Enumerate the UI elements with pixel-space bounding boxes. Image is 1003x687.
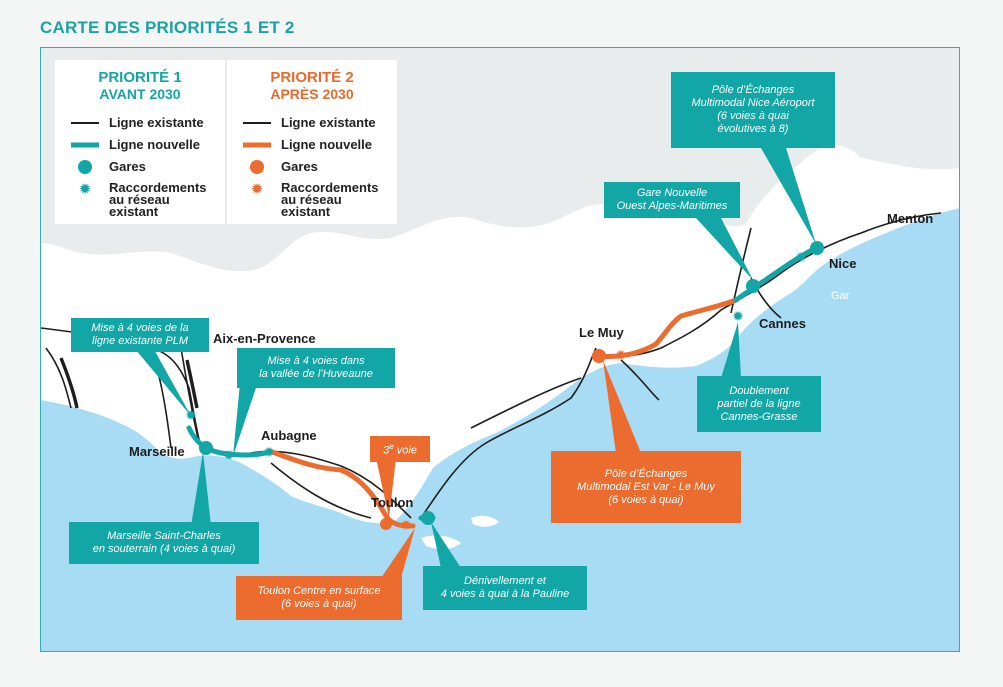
callout-huveaune[interactable]: Mise à 4 voies dans la vallée de l’Huvea… xyxy=(237,348,395,388)
station-symbol xyxy=(78,160,92,174)
legend-subtitle-text: APRÈS 2030 xyxy=(270,86,354,102)
legend-title-text: PRIORITÉ 1 xyxy=(98,69,182,86)
callout-plm[interactable]: Mise à 4 voies de la ligne existante PLM xyxy=(71,318,209,352)
city-label-aubagne: Aubagne xyxy=(261,428,317,443)
svg-text:✹: ✹ xyxy=(79,181,92,195)
svg-text:✹: ✹ xyxy=(263,445,275,461)
station-nice[interactable] xyxy=(810,241,824,255)
svg-text:✹: ✹ xyxy=(615,348,627,364)
plm-existing-segment xyxy=(59,357,79,409)
callout-line: Toulon Centre en surface xyxy=(257,585,381,597)
legend-label: Ligne existante xyxy=(109,115,204,130)
callout-line: partiel de la ligne xyxy=(717,397,801,410)
callout-line: Ouest Alpes-Maritimes xyxy=(616,200,728,212)
callout-line: 4 voies à quai à la Pauline xyxy=(440,588,570,600)
callout-line: Mise à 4 voies dans xyxy=(267,355,365,367)
callout-line: Marseille Saint-Charles xyxy=(107,530,221,542)
callout-pauline[interactable]: Dénivellement et 4 voies à quai à la Pau… xyxy=(423,566,587,610)
callout-line: (6 voies à quai xyxy=(717,110,789,122)
station-toulon-centre[interactable] xyxy=(380,518,392,530)
legend-label: Ligne nouvelle xyxy=(281,137,373,152)
legend-title: PRIORITÉ 1 AVANT 2030 xyxy=(55,69,225,103)
callout-ouest-am[interactable]: Gare Nouvelle Ouest Alpes-Maritimes xyxy=(604,182,740,218)
callout-line: Mise à 4 voies de la xyxy=(91,322,189,334)
page-title: CARTE DES PRIORITÉS 1 ET 2 xyxy=(40,18,295,37)
callout-troisieme-voie[interactable]: 3e voie xyxy=(370,436,430,462)
callout-line: Multimodal Nice Aéroport xyxy=(691,97,815,109)
callout-line: en souterrain (4 voies à quai) xyxy=(92,543,236,555)
callout-line: (6 voies à quai) xyxy=(281,598,357,610)
svg-text:✹: ✹ xyxy=(251,181,264,195)
callout-line: Pôle d’Échanges xyxy=(604,467,688,480)
legend-label: existant xyxy=(109,204,159,219)
city-label-nice: Nice xyxy=(829,256,857,271)
plm-existing-segment xyxy=(185,359,199,409)
callout-line: (6 voies à quai) xyxy=(608,493,684,506)
station-symbol xyxy=(250,160,264,174)
legend-title: PRIORITÉ 2 APRÈS 2030 xyxy=(227,69,397,103)
new-line-symbol xyxy=(243,142,271,148)
svg-text:✹: ✹ xyxy=(400,518,412,534)
new-line-symbol xyxy=(71,142,99,148)
existing-line-symbol xyxy=(243,122,271,124)
callout-line: Cannes-Grasse xyxy=(720,410,798,423)
city-label-cannes: Cannes xyxy=(759,316,806,331)
legend-title-text: PRIORITÉ 2 xyxy=(270,69,354,86)
callout-line: évolutives à 8) xyxy=(717,123,789,135)
city-label-toulon: Toulon xyxy=(371,495,414,510)
city-label-le-muy: Le Muy xyxy=(579,325,624,340)
callout-est-var[interactable]: Pôle d’Échanges Multimodal Est Var - Le … xyxy=(551,451,741,523)
station-marseille[interactable] xyxy=(199,441,213,455)
callout-line: Doublement xyxy=(729,384,789,397)
callout-line: la vallée de l’Huveaune xyxy=(259,368,373,380)
city-label-menton: Menton xyxy=(887,211,934,226)
station-toulon-pauline[interactable] xyxy=(421,511,435,525)
legend-label: au réseau xyxy=(281,192,342,207)
connection-markers: ✹ ✹ ✹ ✹ ✹ ✹ ✹ xyxy=(185,250,807,534)
map-frame[interactable]: ✹ ✹ ✹ ✹ ✹ ✹ ✹ PRIORITÉ 1 AVANT 2030 xyxy=(40,47,960,652)
svg-text:✹: ✹ xyxy=(223,448,235,464)
legend-subtitle-text: AVANT 2030 xyxy=(99,86,181,102)
legend-label: Gares xyxy=(281,159,318,174)
legend-label: au réseau xyxy=(109,192,170,207)
svg-text:✹: ✹ xyxy=(732,309,744,325)
connection-star-icon: ✹ xyxy=(251,181,264,195)
callout-saint-charles[interactable]: Marseille Saint-Charles en souterrain (4… xyxy=(69,522,259,564)
station-ouest-am[interactable] xyxy=(746,279,760,293)
callout-line: Dénivellement et xyxy=(464,575,546,587)
callout-line: ligne existante PLM xyxy=(92,335,188,347)
callout-cannes-grasse[interactable]: Doublement partiel de la ligne Cannes-Gr… xyxy=(697,376,821,432)
legend-label: Ligne nouvelle xyxy=(109,137,201,152)
priority2-new-lines xyxy=(266,297,739,529)
legend-label: existant xyxy=(281,204,331,219)
svg-text:✹: ✹ xyxy=(795,250,807,266)
callout-toulon-centre[interactable]: Toulon Centre en surface (6 voies à quai… xyxy=(236,576,402,620)
callout-pointers xyxy=(131,148,816,578)
station-le-muy[interactable] xyxy=(592,349,606,363)
city-label-marseille: Marseille xyxy=(129,444,185,459)
legend-label: Ligne existante xyxy=(281,115,376,130)
city-label-aix: Aix-en-Provence xyxy=(213,331,316,346)
callout-line: Pôle d’Échanges xyxy=(711,84,795,96)
island xyxy=(471,515,499,527)
legend-label: Raccordements xyxy=(281,180,379,195)
legend-priority-1: PRIORITÉ 1 AVANT 2030 Ligne existante Li… xyxy=(55,60,225,224)
callout-line: Multimodal Est Var - Le Muy xyxy=(577,480,715,493)
existing-line-symbol xyxy=(71,122,99,124)
callout-line: 3e voie xyxy=(383,442,417,457)
callout-nice-aeroport[interactable]: Pôle d’Échanges Multimodal Nice Aéroport… xyxy=(671,72,835,148)
legend-label: Gares xyxy=(109,159,146,174)
legend-label: Raccordements xyxy=(109,180,207,195)
legend-priority-2: PRIORITÉ 2 APRÈS 2030 Ligne existante Li… xyxy=(227,60,397,224)
connection-star-icon: ✹ xyxy=(79,181,92,195)
callout-line: Gare Nouvelle xyxy=(636,187,708,199)
sea-label: Gar xyxy=(831,290,850,302)
